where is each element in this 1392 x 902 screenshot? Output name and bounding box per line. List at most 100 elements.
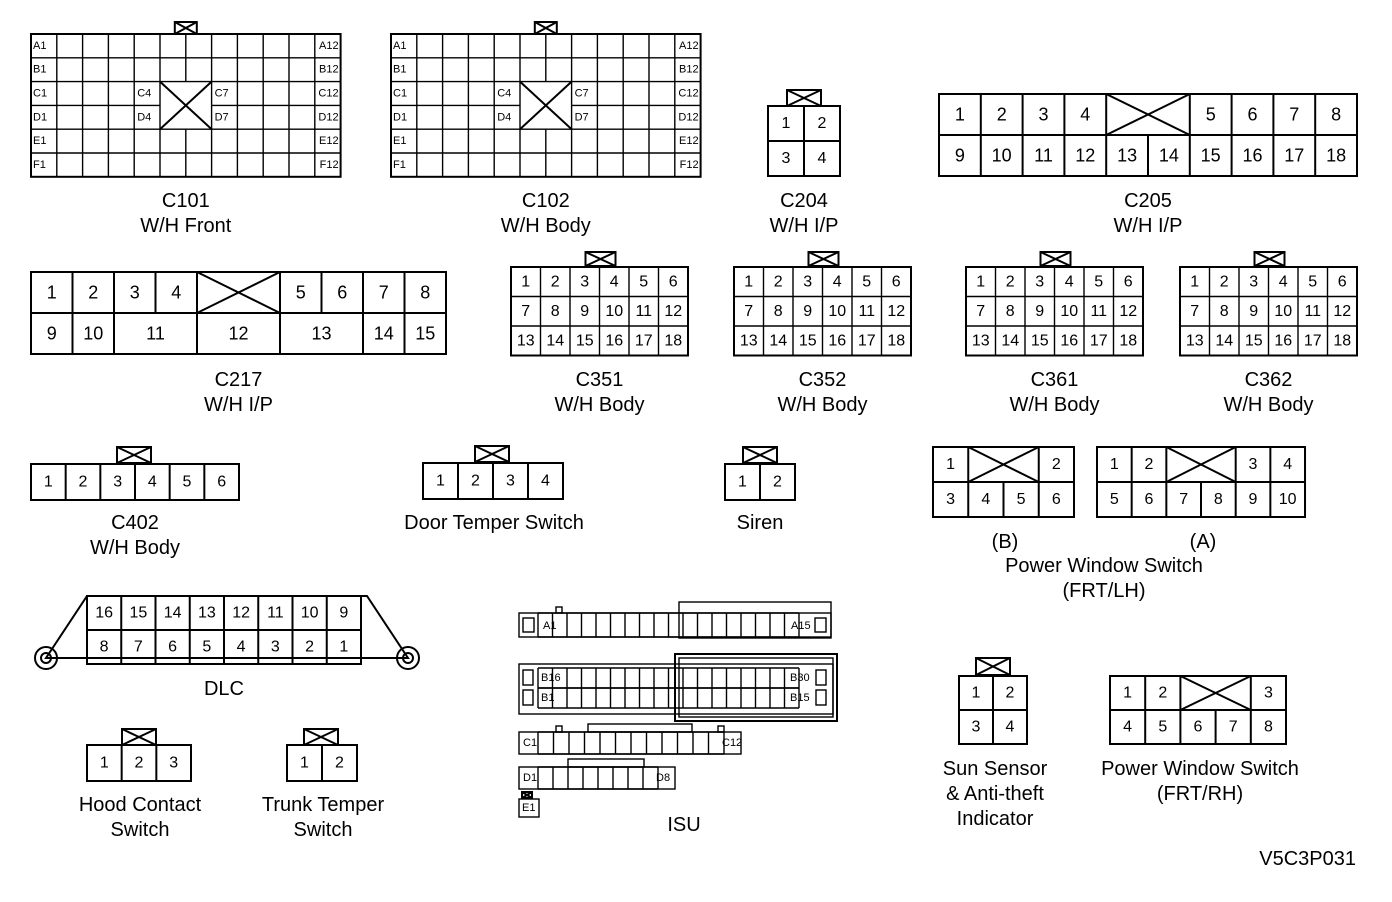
pin-label: D7: [575, 111, 589, 123]
pin-label: 1: [339, 639, 348, 656]
latch-cross: [808, 251, 839, 267]
pin-label: 4: [1006, 719, 1015, 736]
pin-label: 2: [1006, 685, 1015, 702]
pin-label: 9: [1035, 303, 1044, 320]
isu-key: [555, 606, 563, 614]
pin-label: D4: [497, 111, 511, 123]
pin-label: 14: [546, 332, 564, 349]
pin-label: D1: [33, 111, 47, 123]
pin-label: 15: [1031, 332, 1049, 349]
pin-label: 2: [1220, 273, 1229, 290]
pin-label: 2: [1145, 456, 1154, 473]
pin-label: 6: [1145, 491, 1154, 508]
pin-label: C7: [575, 88, 589, 100]
pin-label: 17: [635, 332, 653, 349]
pin-label: 3: [946, 491, 955, 508]
pin-label: 12: [1119, 303, 1137, 320]
pin-label: 12: [664, 303, 682, 320]
connector-caption: Sun Sensor: [943, 758, 1048, 780]
pin-label: 16: [95, 605, 113, 622]
latch-cross: [585, 251, 616, 267]
pin-label: 3: [130, 283, 140, 303]
latch: [521, 791, 533, 799]
pin-label: 1: [47, 283, 57, 303]
pin-label: 18: [887, 332, 905, 349]
pin-label: C7: [215, 88, 229, 100]
pin-label: 15: [576, 332, 594, 349]
pin-label: 2: [305, 639, 314, 656]
pin-label: 12: [1333, 303, 1351, 320]
pin-label: 11: [267, 605, 284, 622]
pin-label: 10: [83, 324, 103, 344]
pin-label: 2: [88, 283, 98, 303]
pin-label: 10: [1274, 303, 1292, 320]
pin-label: 2: [997, 105, 1007, 125]
pin-label: A1: [393, 40, 406, 52]
pin-label: 3: [1249, 456, 1258, 473]
pin-label: 11: [1090, 303, 1107, 320]
isu-end-tab: [522, 669, 534, 686]
pin-label: 7: [976, 303, 985, 320]
pin-label: D12: [678, 111, 698, 123]
pin-label: 13: [972, 332, 990, 349]
pin-label: 9: [1249, 303, 1258, 320]
connector-caption: C101: [162, 190, 210, 212]
pin-label: 3: [1035, 273, 1044, 290]
pin-label: 2: [774, 273, 783, 290]
isu-row-d: [518, 766, 676, 790]
pin-label: C1: [33, 88, 47, 100]
connector-caption: DLC: [204, 678, 244, 700]
pin-label: 14: [1159, 146, 1179, 166]
connector-caption: W/H I/P: [1114, 215, 1183, 237]
pin-label: 15: [1245, 332, 1263, 349]
pin-label: F12: [320, 159, 339, 171]
pin-label: 12: [1075, 146, 1095, 166]
part-label: (A): [1190, 531, 1217, 553]
connector-caption: C205: [1124, 190, 1172, 212]
pin-label: 5: [296, 283, 306, 303]
pin-label: 2: [335, 755, 344, 772]
connector-caption: W/H Body: [90, 537, 180, 559]
latch-cross: [975, 657, 1011, 676]
pin-label: 15: [129, 605, 147, 622]
connector-caption: ISU: [667, 814, 700, 836]
pin-label: 6: [1194, 719, 1203, 736]
pin-label: 16: [1060, 332, 1078, 349]
pin-label: 14: [374, 324, 394, 344]
pin-label: 5: [1094, 273, 1103, 290]
pin-label: 18: [1333, 332, 1351, 349]
pin-label: 9: [803, 303, 812, 320]
pin-label: B1: [33, 64, 46, 76]
pin-label: 12: [228, 324, 248, 344]
blank-cross: [159, 80, 213, 130]
pin-label: 11: [858, 303, 875, 320]
pin-label: 1: [1190, 273, 1199, 290]
pin-label: A15: [791, 620, 811, 632]
pin-label: 9: [1249, 491, 1258, 508]
connector-caption: Indicator: [957, 808, 1034, 830]
pin-label: C12: [318, 88, 338, 100]
diagram-id: V5C3P031: [1259, 848, 1356, 870]
pin-label: 6: [1124, 273, 1133, 290]
pin-label: 4: [1080, 105, 1090, 125]
isu-row-c: [518, 731, 742, 755]
pin-label: F1: [393, 159, 406, 171]
pin-label: 5: [862, 273, 871, 290]
connector-caption: C402: [111, 512, 159, 534]
pin-label: 4: [1283, 456, 1292, 473]
pin-label: 1: [972, 685, 981, 702]
connector-caption: W/H Body: [501, 215, 591, 237]
pin-label: 5: [183, 474, 192, 491]
pin-label: E1: [393, 135, 406, 147]
pin-label: 3: [113, 474, 122, 491]
pin-label: 17: [1304, 332, 1322, 349]
pin-label: 16: [1242, 146, 1262, 166]
latch-cross: [1254, 251, 1285, 267]
